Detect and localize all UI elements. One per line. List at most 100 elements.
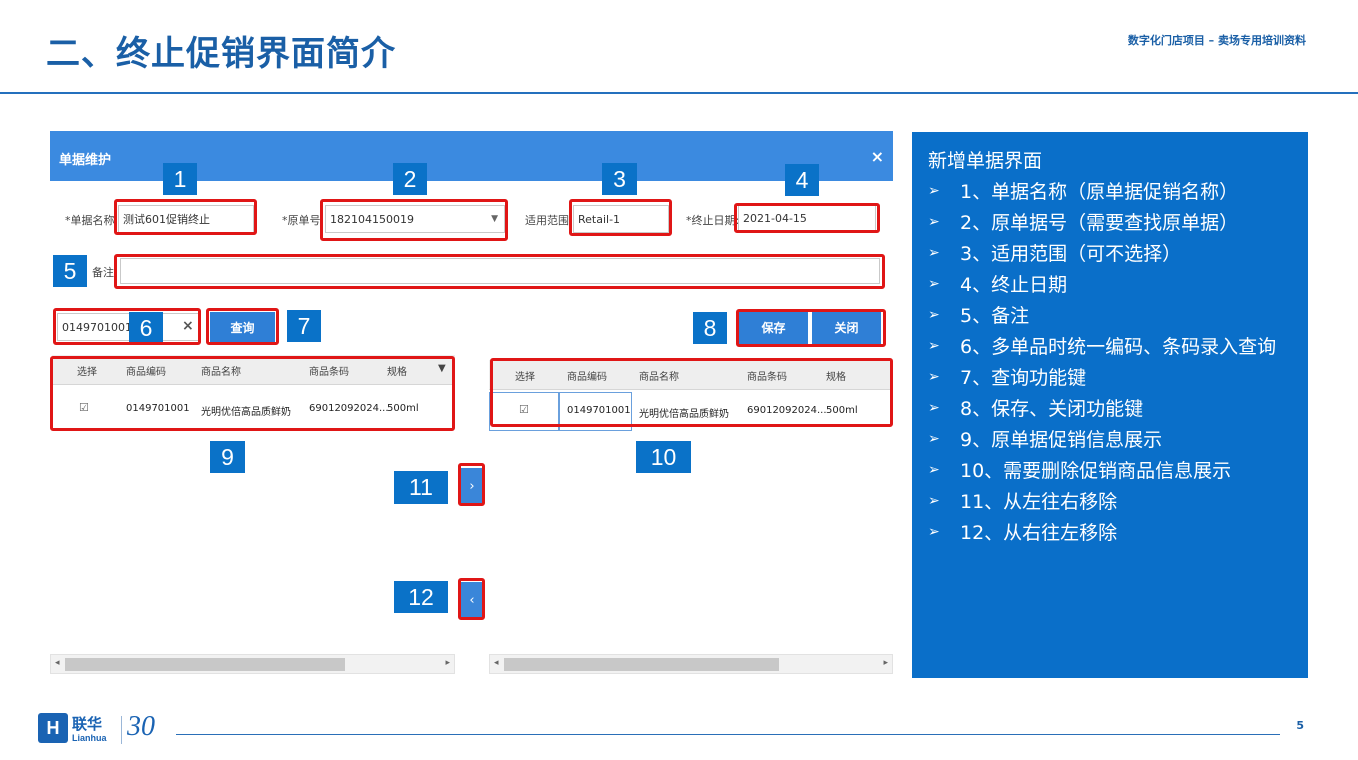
scroll-right-icon[interactable]: ▸ <box>445 658 450 668</box>
anniversary-30-logo: 30 <box>127 711 155 742</box>
scope-label: 适用范围: <box>525 214 573 227</box>
scrollbar-thumb[interactable] <box>65 658 345 671</box>
page-number: 5 <box>1296 719 1304 732</box>
column-menu-icon[interactable]: ▼ <box>438 363 446 374</box>
marker-9: 9 <box>210 441 245 473</box>
header-tag: 数字化门店项目 – 卖场专用培训资料 <box>1127 34 1306 47</box>
query-button[interactable]: 查询 <box>210 312 275 342</box>
marker-11: 11 <box>394 471 448 504</box>
scope-select[interactable]: Retail-1 <box>573 205 669 233</box>
explanation-panel: 新增单据界面 ➢1、单据名称（原单据促销名称） ➢2、原单据号（需要查找原单据）… <box>912 132 1308 678</box>
list-item-text: 4、终止日期 <box>960 274 1068 296</box>
list-item: ➢ 6、多单品时统一编码、条码录入查询 <box>928 330 1276 361</box>
arrow-bullet-icon: ➢ <box>928 337 940 354</box>
marker-10: 10 <box>636 441 691 473</box>
marker-2: 2 <box>393 163 427 195</box>
arrow-bullet-icon: ➢ <box>928 275 940 292</box>
list-item: ➢12、从右往左移除 <box>928 516 1276 547</box>
column-header: 选择 <box>515 372 535 383</box>
scroll-left-icon[interactable]: ◂ <box>55 658 60 668</box>
arrow-bullet-icon: ➢ <box>928 461 940 478</box>
list-item-text: 6、多单品时统一编码、条码录入查询 <box>960 336 1277 358</box>
list-item-text: 2、原单据号（需要查找原单据） <box>960 212 1239 234</box>
header-divider <box>0 92 1358 94</box>
list-item-text: 11、从左往右移除 <box>960 491 1118 513</box>
list-item: ➢ 11、从左往右移除 <box>928 485 1276 516</box>
barcode-cell: 69012092024... <box>309 403 389 414</box>
selected-cell <box>559 392 632 431</box>
row-checkbox[interactable]: ☑ <box>519 403 529 416</box>
scroll-left-icon[interactable]: ◂ <box>494 658 499 668</box>
list-item: ➢ 8、保存、关闭功能键 <box>928 392 1276 423</box>
list-item-text: 3、适用范围（可不选择） <box>960 243 1182 265</box>
orig-no-select[interactable]: 182104150019 ▼ <box>325 205 505 233</box>
end-date-label: *终止日期: <box>686 214 740 227</box>
arrow-bullet-icon: ➢ <box>928 182 940 199</box>
arrow-bullet-icon: ➢ <box>928 399 940 416</box>
arrow-bullet-icon: ➢ <box>928 368 940 385</box>
arrow-bullet-icon: ➢ <box>928 244 940 261</box>
move-right-button[interactable]: › <box>461 468 483 504</box>
column-header: 商品条码 <box>747 372 787 383</box>
list-item-text: 10、需要删除促销商品信息展示 <box>960 460 1232 482</box>
logo-text-en: Lianhua <box>72 733 107 743</box>
list-item-text: 8、保存、关闭功能键 <box>960 398 1144 420</box>
list-item: ➢ 1、单据名称（原单据促销名称） <box>928 175 1276 206</box>
move-left-button[interactable]: ‹ <box>461 582 483 618</box>
barcode-cell: 69012092024... <box>747 405 827 416</box>
memo-label: 备注: <box>92 266 118 279</box>
column-header: 商品编码 <box>567 372 607 383</box>
list-item-text: 1、单据名称（原单据促销名称） <box>960 181 1239 203</box>
column-header: 商品条码 <box>309 367 349 378</box>
row-checkbox[interactable]: ☑ <box>79 401 89 414</box>
item-code-cell: 0149701001 <box>567 405 631 416</box>
document-maintenance-dialog: 单据维护 × 1 2 3 4 *单据名称: 测试601促销终止 *原单号: 18… <box>50 131 893 677</box>
arrow-bullet-icon: ➢ <box>928 213 940 230</box>
orig-no-label: *原单号: <box>282 214 325 227</box>
item-code-search-input[interactable]: 0149701001 <box>57 313 200 341</box>
list-item-text: 5、备注 <box>960 305 1030 327</box>
marker-4: 4 <box>785 164 819 196</box>
item-name-cell: 光明优倍高品质鲜奶 <box>639 409 729 420</box>
chevron-down-icon[interactable]: ▼ <box>491 214 498 224</box>
marker-7: 7 <box>287 310 321 342</box>
list-item: ➢7、查询功能键 <box>928 361 1276 392</box>
doc-name-label: *单据名称: <box>65 214 119 227</box>
close-icon[interactable]: × <box>870 147 884 166</box>
list-item: ➢ 10、需要删除促销商品信息展示 <box>928 454 1276 485</box>
list-item: ➢ 5、备注 <box>928 299 1276 330</box>
list-item-text: 9、原单据促销信息展示 <box>960 429 1163 451</box>
dialog-title: 单据维护 <box>59 153 112 168</box>
arrow-bullet-icon: ➢ <box>928 306 940 323</box>
original-promo-table: 选择 商品编码 商品名称 商品条码 规格 ▼ ☑ 0149701001 光明优倍… <box>52 355 455 429</box>
footer-divider <box>176 734 1280 735</box>
lianhua-logo-icon: H <box>38 713 68 743</box>
item-name-cell: 光明优倍高品质鲜奶 <box>201 407 291 418</box>
marker-5: 5 <box>53 255 87 287</box>
spec-cell: 500ml <box>387 403 419 414</box>
scroll-right-icon[interactable]: ▸ <box>883 658 888 668</box>
list-item: ➢ 4、终止日期 <box>928 268 1276 299</box>
list-item: ➢ 3、适用范围（可不选择） <box>928 237 1276 268</box>
left-table-scrollbar[interactable]: ◂ ▸ <box>50 654 455 674</box>
table-header: 选择 商品编码 商品名称 商品条码 规格 ▼ <box>52 355 455 385</box>
memo-input[interactable] <box>120 258 880 284</box>
marker-12: 12 <box>394 581 448 613</box>
doc-name-input[interactable]: 测试601促销终止 <box>118 205 254 233</box>
column-header: 商品名称 <box>639 372 679 383</box>
table-header: 选择 商品编码 商品名称 商品条码 规格 <box>489 360 892 390</box>
list-item: ➢ 2、原单据号（需要查找原单据） <box>928 206 1276 237</box>
marker-8: 8 <box>693 312 727 344</box>
scrollbar-thumb[interactable] <box>504 658 779 671</box>
end-date-input[interactable]: 2021-04-15 <box>738 205 876 231</box>
spec-cell: 500ml <box>826 405 858 416</box>
orig-no-value: 182104150019 <box>330 212 414 226</box>
item-code-search-value: 0149701001 <box>62 320 132 334</box>
clear-icon[interactable]: × <box>182 318 194 334</box>
arrow-bullet-icon: ➢ <box>928 492 940 509</box>
close-button[interactable]: 关闭 <box>812 311 881 344</box>
column-header: 商品名称 <box>201 367 241 378</box>
right-table-scrollbar[interactable]: ◂ ▸ <box>489 654 893 674</box>
save-button[interactable]: 保存 <box>739 311 808 344</box>
